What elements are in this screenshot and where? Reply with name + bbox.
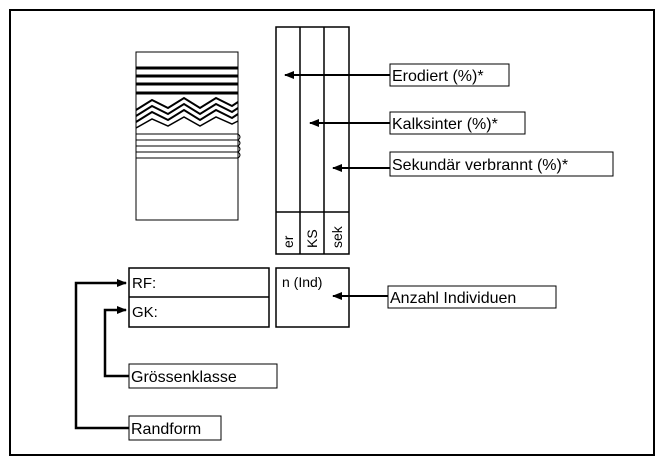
kalksinter-label: Kalksinter (%)* <box>392 116 498 133</box>
groessenklasse-label: Grössenklasse <box>131 369 237 386</box>
columns-box <box>275 26 350 255</box>
sekundaer-label-box <box>389 151 614 177</box>
sherd-illustration <box>135 51 241 221</box>
groessenklasse-arrow <box>103 306 129 378</box>
n-ind-box <box>275 267 350 328</box>
anzahl-label: Anzahl Individuen <box>390 290 516 307</box>
gk-label: GK: <box>132 304 158 321</box>
outer-border <box>9 9 655 456</box>
randform-arrow <box>74 279 129 430</box>
randform-label: Randform <box>131 421 201 438</box>
erodiert-label-box <box>389 63 510 87</box>
column-sek-label: sek <box>329 225 345 248</box>
sekundaer-label: Sekundär verbrannt (%)* <box>392 157 568 174</box>
column-er-label: er <box>280 235 296 248</box>
anzahl-label-box <box>387 285 557 309</box>
n-ind-label: n (Ind) <box>282 274 322 290</box>
groessenklasse-label-box <box>128 363 278 389</box>
kalksinter-label-box <box>389 111 526 135</box>
randform-label-box <box>128 415 222 441</box>
rf-gk-box <box>128 267 270 328</box>
column-ks-label: KS <box>304 229 320 248</box>
rf-label: RF: <box>132 275 156 292</box>
erodiert-label: Erodiert (%)* <box>392 68 484 85</box>
